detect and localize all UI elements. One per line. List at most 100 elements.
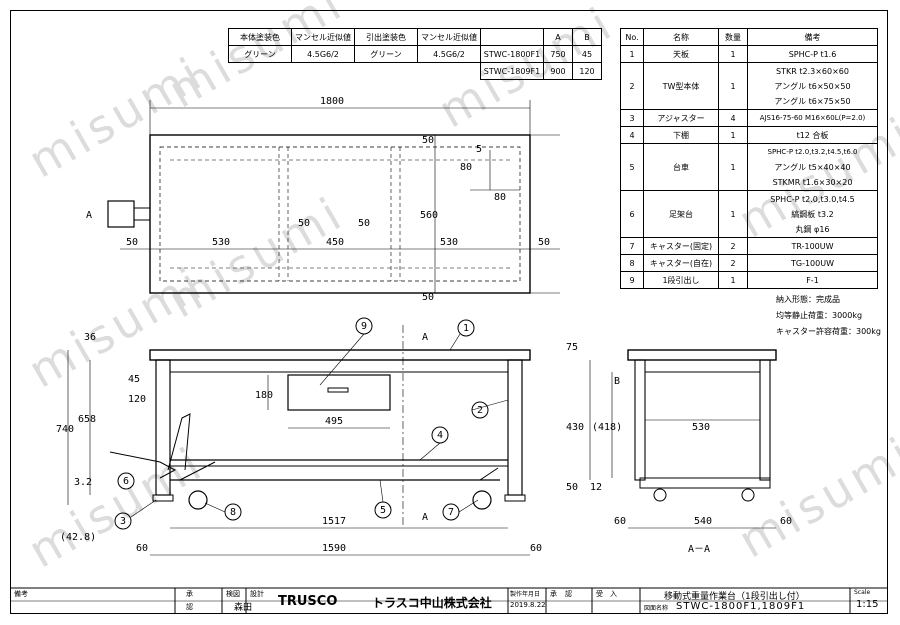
plan-outline	[149, 134, 531, 294]
front-link	[179, 461, 216, 481]
leader-line	[449, 333, 461, 351]
tb-label: 認	[565, 590, 572, 598]
dim-text: 540	[694, 516, 712, 527]
front-leg-left	[155, 359, 171, 496]
dim-text: A	[422, 332, 428, 343]
parts-note-line: アングル t6×50×50	[774, 81, 851, 91]
callout-number: 8	[230, 507, 236, 518]
front-drawer-handle	[327, 387, 349, 393]
parts-note-line: アングル t6×75×50	[774, 96, 851, 106]
front-adjuster	[152, 494, 174, 502]
dim-text: 3.2	[74, 477, 92, 488]
callout-number: 7	[448, 507, 454, 518]
finish-cell: グリーン	[228, 45, 292, 63]
parts-no: 6	[620, 190, 644, 238]
parts-note-line: SPHC-P t2.0,t3.0,t4.5	[770, 194, 855, 204]
callout-circle	[117, 472, 135, 490]
parts-note: SPHC-P t2.0,t3.2,t4.5,t6.0 アングル t5×40×40…	[747, 143, 878, 191]
dim-text: 80	[494, 192, 506, 203]
parts-table: No. 名称 数量 備考 1 天板 1 SPHC-P t1.6 2 TW型本体 …	[620, 28, 878, 289]
drawing-title: 移動式重量作業台（1段引出し付）	[664, 592, 805, 602]
section-caption: A－A	[688, 544, 710, 555]
dim-text: 120	[128, 394, 146, 405]
dim-text: A	[422, 512, 428, 523]
side-caster	[741, 488, 755, 502]
dim-text: 50	[126, 237, 138, 248]
dim-text: 560	[420, 210, 438, 221]
scale-value: 1:15	[856, 599, 879, 610]
dim-text: 450	[326, 237, 344, 248]
leader-line	[130, 499, 157, 518]
dim-text: 530	[692, 422, 710, 433]
side-caster	[653, 488, 667, 502]
leader-line	[319, 333, 365, 386]
parts-note-line: 縞鋼板 t3.2	[791, 209, 834, 219]
dim-text: 12	[590, 482, 602, 493]
parts-name: 台車	[643, 143, 719, 191]
callout-number: 6	[123, 476, 129, 487]
parts-note-line: STKR t2.3×60×60	[776, 66, 849, 76]
dim-text: 60	[614, 516, 626, 527]
scale-label: Scale	[854, 589, 871, 596]
dim-text: 36	[84, 332, 96, 343]
parts-qty: 1	[718, 62, 748, 110]
leader-line	[204, 502, 226, 513]
callout-circle	[457, 319, 475, 337]
tb-label: 承	[186, 590, 193, 598]
dim-text: 80	[460, 162, 472, 173]
parts-name: 足架台	[643, 190, 719, 238]
callout-circle	[114, 512, 132, 530]
dim-text: 1800	[320, 96, 344, 107]
dim-text: 50	[422, 292, 434, 303]
callout-number: 2	[477, 405, 483, 416]
finish-table: 本体塗装色 マンセル近似値 引出塗装色 マンセル近似値 グリーン 4.5G6/2…	[228, 28, 481, 63]
tb-label: 受	[596, 590, 603, 598]
front-link	[479, 467, 499, 481]
parts-note: F-1	[747, 271, 878, 289]
dim-text: 430	[566, 422, 584, 433]
front-drawer	[287, 374, 391, 411]
parts-qty: 1	[718, 271, 748, 289]
drawing-no-label: 図面名称	[644, 605, 669, 612]
tb-label: 設計	[250, 590, 264, 598]
parts-name: TW型本体	[643, 62, 719, 110]
tb-label: 承	[550, 590, 557, 598]
leader-line	[458, 499, 479, 513]
dim-text: 740	[56, 424, 74, 435]
tb-label: 備考	[14, 590, 28, 598]
dim-text: 50	[538, 237, 550, 248]
spec-notes: 納入形態：完成品 均等静止荷重：3000kg キャスター許容荷重：300kg	[776, 292, 881, 340]
front-lever	[167, 413, 191, 471]
sheet-border	[10, 10, 888, 614]
spec-note: キャスター許容荷重：300kg	[776, 327, 881, 336]
dim-text: 50	[358, 218, 370, 229]
dim-text: 658	[78, 414, 96, 425]
dim-text: 50	[298, 218, 310, 229]
parts-note-line: アングル t5×40×40	[774, 162, 851, 172]
side-leg-left	[634, 359, 646, 481]
dim-text: 1517	[322, 516, 346, 527]
dim-text: 1590	[322, 543, 346, 554]
dim-text: 530	[212, 237, 230, 248]
dim-text: (42.8)	[60, 532, 96, 543]
front-caster	[188, 490, 208, 510]
side-cart	[639, 477, 771, 489]
company: トラスコ中山株式会社	[372, 596, 492, 610]
finish-cell: 4.5G6/2	[291, 45, 355, 63]
parts-no: 9	[620, 271, 644, 289]
dim-text: 50	[422, 135, 434, 146]
callout-number: 3	[120, 516, 126, 527]
plan-inner	[159, 146, 521, 282]
parts-note: STKR t2.3×60×60 アングル t6×50×50 アングル t6×75…	[747, 62, 878, 110]
dim-text: 180	[255, 390, 273, 401]
leader-line	[419, 442, 441, 461]
callout-number: 9	[361, 321, 367, 332]
title-block: 備考 承 認 検図 設計 森田 TRUSCO トラスコ中山株式会社 製作年月日 …	[10, 588, 888, 614]
front-caster	[472, 490, 492, 510]
plan-handle	[107, 200, 135, 228]
dim-text: (418)	[592, 422, 622, 433]
model-header: B	[572, 28, 602, 46]
spec-note: 納入形態：完成品	[776, 295, 840, 304]
dim-text: A	[86, 210, 92, 221]
